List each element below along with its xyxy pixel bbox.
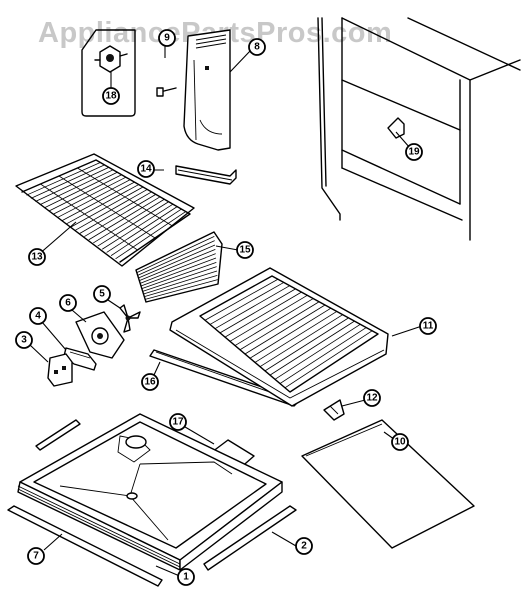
- callout-6: 6: [59, 294, 77, 312]
- callout-14: 14: [137, 160, 155, 178]
- part-9-screw: [156, 87, 177, 97]
- callout-11-label: 11: [423, 321, 434, 332]
- part-2-rail: [203, 505, 297, 571]
- callout-3-label: 3: [21, 335, 27, 346]
- callout-16: 16: [141, 373, 159, 391]
- callout-9: 9: [158, 29, 176, 47]
- part-7-rail: [7, 505, 163, 587]
- callout-6-label: 6: [65, 298, 71, 309]
- callout-15: 15: [236, 241, 254, 259]
- part-8-duct-cover: [183, 29, 231, 151]
- callout-4-label: 4: [35, 311, 41, 322]
- callout-2: 2: [295, 537, 313, 555]
- leader-lines: [29, 46, 423, 578]
- part-5-fan-blade: [119, 304, 141, 333]
- callout-18: 18: [102, 87, 120, 105]
- callout-14-label: 14: [140, 164, 152, 175]
- part-11-crisper-cover: [169, 267, 389, 407]
- callout-19-label: 19: [408, 147, 420, 158]
- part-1-crisper-pan: [17, 413, 283, 571]
- callout-15-label: 15: [239, 245, 251, 256]
- callout-12-label: 12: [366, 393, 378, 404]
- part-12-bracket: [323, 399, 345, 421]
- callout-4: 4: [29, 307, 47, 325]
- part-3-fan-motor: [47, 353, 73, 387]
- callout-1: 1: [177, 568, 195, 586]
- callout-10: 10: [391, 433, 409, 451]
- callout-13: 13: [28, 248, 46, 266]
- cabinet-corner: [317, 17, 521, 241]
- callout-17-label: 17: [172, 417, 184, 428]
- part-13-wire-shelf: [15, 153, 195, 267]
- callout-group: 1 2 3 4 5 6 7 8: [15, 29, 437, 586]
- callout-8: 8: [248, 38, 266, 56]
- callout-2-label: 2: [301, 541, 307, 552]
- callout-1-label: 1: [183, 572, 189, 583]
- callout-7: 7: [27, 547, 45, 565]
- callout-5-label: 5: [99, 289, 105, 300]
- callout-16-label: 16: [144, 377, 156, 388]
- callout-8-label: 8: [254, 42, 260, 53]
- callout-17: 17: [169, 413, 187, 431]
- callout-18-label: 18: [105, 91, 117, 102]
- callout-5: 5: [93, 285, 111, 303]
- callout-10-label: 10: [394, 437, 406, 448]
- callout-3: 3: [15, 331, 33, 349]
- callout-9-label: 9: [164, 33, 170, 44]
- callout-12: 12: [363, 389, 381, 407]
- part-18-bracket: [81, 29, 136, 117]
- upper-rail: [35, 419, 81, 451]
- part-14-trim-bar: [175, 165, 237, 185]
- callout-19: 19: [405, 143, 423, 161]
- callout-13-label: 13: [31, 252, 43, 263]
- callout-11: 11: [419, 317, 437, 335]
- callout-7-label: 7: [33, 551, 39, 562]
- part-15-ribbed-panel: [135, 231, 223, 303]
- part-10-panel: [301, 419, 475, 549]
- part-6-motor-bracket: [75, 311, 125, 359]
